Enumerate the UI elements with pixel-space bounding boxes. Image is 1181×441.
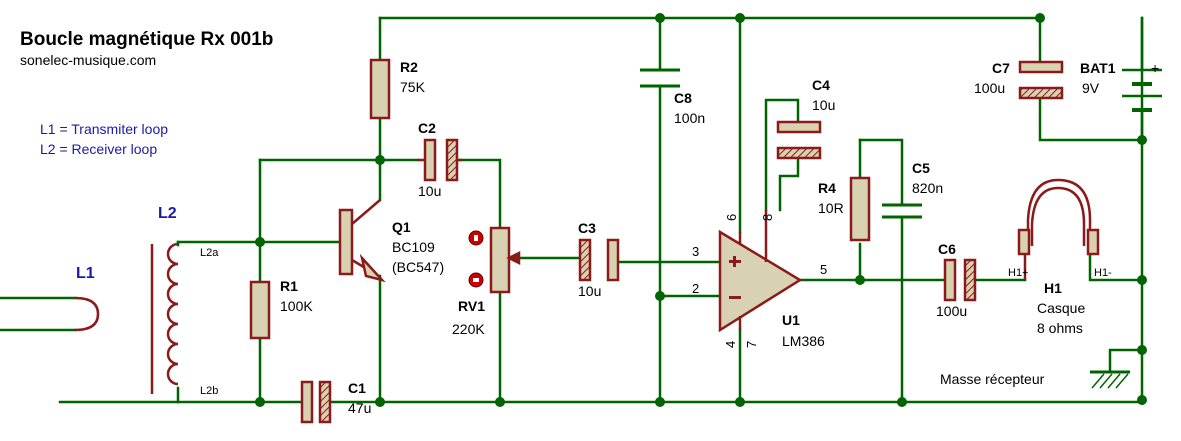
u1-pin-2: 2 xyxy=(692,281,699,296)
c5-ref: C5 xyxy=(912,160,930,176)
ground-symbol xyxy=(1090,370,1130,389)
c6-symbol xyxy=(943,258,977,302)
c4-ref: C4 xyxy=(812,77,830,93)
label-l2: L2 xyxy=(158,205,177,222)
label-l2b: L2b xyxy=(200,385,218,397)
r2-value: 75K xyxy=(400,79,426,95)
legend-line-2: L2 = Receiver loop xyxy=(40,141,157,157)
c1-value: 47u xyxy=(348,400,371,416)
q1-value: BC109 xyxy=(392,239,435,255)
r4-ref: R4 xyxy=(818,180,836,196)
r1-value: 100K xyxy=(280,298,313,314)
u1-pin-3: 3 xyxy=(692,244,699,259)
q1-symbol xyxy=(338,199,386,283)
rv1-wiper xyxy=(506,250,521,266)
c7-symbol xyxy=(1018,60,1064,100)
r1-body xyxy=(249,280,271,340)
c3-ref: C3 xyxy=(578,220,596,236)
rv1-body xyxy=(489,226,511,294)
c2-ref: C2 xyxy=(418,120,436,136)
u1-value: LM386 xyxy=(782,333,825,349)
h1-value: Casque xyxy=(1037,300,1085,316)
l1-loop xyxy=(74,296,100,332)
page-title: Boucle magnétique Rx 001b xyxy=(20,29,273,50)
r2-ref: R2 xyxy=(400,59,418,75)
bat1-symbol xyxy=(1122,68,1162,140)
c3-symbol xyxy=(578,238,620,282)
h1-impedance: 8 ohms xyxy=(1037,320,1083,336)
c2-symbol xyxy=(418,138,462,182)
h1-minus: H1- xyxy=(1094,267,1112,279)
c8-symbol xyxy=(640,68,680,88)
u1-pin-5: 5 xyxy=(820,262,827,277)
c6-value: 100u xyxy=(936,303,967,319)
u1-pin-8: 8 xyxy=(760,214,775,221)
bat1-plus: + xyxy=(1151,60,1159,76)
legend-line-1: L1 = Transmiter loop xyxy=(40,121,168,137)
ground-label: Masse récepteur xyxy=(940,371,1045,387)
label-l1: L1 xyxy=(76,265,95,282)
page-subtitle: sonelec-musique.com xyxy=(20,52,156,68)
bat1-ref: BAT1 xyxy=(1080,60,1116,76)
r1-ref: R1 xyxy=(280,278,298,294)
q1-alt: (BC547) xyxy=(392,259,444,275)
u1-signs xyxy=(729,256,741,299)
r2-body xyxy=(369,58,391,120)
c1-ref: C1 xyxy=(348,380,366,396)
rv1-value: 220K xyxy=(452,321,485,337)
q1-ref: Q1 xyxy=(392,219,411,235)
r4-value: 10R xyxy=(818,200,844,216)
c2-value: 10u xyxy=(418,183,441,199)
c4-symbol xyxy=(776,120,822,160)
h1-symbol xyxy=(1017,178,1100,280)
label-l2a: L2a xyxy=(200,247,219,259)
c5-symbol xyxy=(882,203,922,219)
c3-value: 10u xyxy=(578,283,601,299)
rv1-ref: RV1 xyxy=(458,298,485,314)
c7-ref: C7 xyxy=(992,60,1010,76)
bat1-value: 9V xyxy=(1082,80,1100,96)
c4-value: 10u xyxy=(812,97,835,113)
l2-coil xyxy=(150,242,179,394)
u1-ref: U1 xyxy=(782,312,800,328)
h1-ref: H1 xyxy=(1044,280,1062,296)
wires xyxy=(0,16,1144,404)
u1-pin-7: 7 xyxy=(744,341,759,348)
resistors xyxy=(249,58,871,340)
u1-pin-4: 4 xyxy=(723,341,738,348)
u1-pin-6: 6 xyxy=(724,214,739,221)
h1-plus: H1+ xyxy=(1008,267,1029,279)
c6-ref: C6 xyxy=(938,241,956,257)
c5-value: 820n xyxy=(912,180,943,196)
c1-symbol xyxy=(300,380,332,424)
c8-ref: C8 xyxy=(674,90,692,106)
r4-body xyxy=(849,176,871,242)
c7-value: 100u xyxy=(974,80,1005,96)
u1-symbol xyxy=(718,210,803,333)
c8-value: 100n xyxy=(674,110,705,126)
